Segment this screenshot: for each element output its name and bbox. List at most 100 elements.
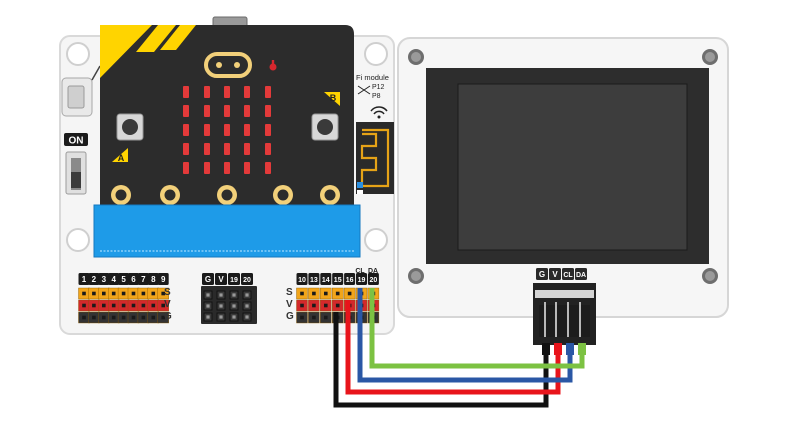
- left-header-pin-pin-hole: [92, 291, 96, 296]
- button-b[interactable]: [311, 113, 339, 141]
- wire-sda: [369, 288, 585, 369]
- led-4-3: [244, 162, 250, 174]
- header-row-label-s: S: [164, 287, 171, 298]
- left-header-pin-label: 2: [92, 275, 97, 284]
- left-header-pin-label-bg: [128, 273, 139, 285]
- led-4-4: [265, 162, 271, 174]
- header-top-label-da: DA: [368, 268, 378, 275]
- right-header-pin-pin-hole: [335, 291, 340, 296]
- led-4-0: [183, 162, 189, 174]
- left-header-pin-label: 9: [161, 275, 166, 284]
- led-0-2: [224, 86, 230, 98]
- led-3-0: [183, 143, 189, 155]
- power-connector: [61, 65, 101, 117]
- wire-plug: [542, 343, 550, 355]
- display-pin-label: DA: [576, 272, 586, 279]
- right-header-pin-pin-hole: [300, 303, 304, 308]
- display-pin-label: V: [552, 270, 558, 279]
- header-row-label-g-right: G: [286, 311, 294, 322]
- right-header-pin-pin-hole: [312, 291, 316, 296]
- led-1-0: [183, 105, 189, 117]
- left-header-pin-label-bg: [108, 273, 120, 285]
- i2c-pin-hole: [206, 315, 210, 319]
- led-4-1: [204, 162, 210, 174]
- header-row-label-s-right: S: [286, 287, 293, 298]
- left-header-pin-pin-hole: [92, 303, 96, 308]
- power-switch-label: ON: [69, 136, 84, 147]
- left-header-pin-label-bg: [88, 273, 100, 285]
- right-header-pin-pin-hole: [300, 315, 304, 320]
- button-a-label: A: [118, 153, 125, 163]
- led-2-3: [244, 124, 250, 136]
- i2c-pin-hole: [219, 293, 223, 297]
- led-1-3: [244, 105, 250, 117]
- header-row-label-g: G: [164, 311, 172, 322]
- display-connector: [533, 283, 596, 345]
- wire-plug: [578, 343, 586, 355]
- display-pin-label: CL: [563, 272, 573, 279]
- right-header-pin-label: 15: [334, 277, 342, 284]
- left-header-pin-label: 1: [82, 275, 87, 284]
- right-header-pin-pin-hole: [312, 315, 316, 320]
- microbit-board: A B: [93, 25, 361, 258]
- led-0-3: [244, 86, 250, 98]
- left-header-pin-pin-hole: [121, 303, 126, 308]
- ring-pad-0: [111, 185, 131, 205]
- right-header-pin-label: 14: [322, 277, 330, 284]
- left-header-pin-label-bg: [137, 273, 149, 285]
- left-header-pin-label: 8: [151, 275, 156, 284]
- right-header-pin-label-bg: [332, 273, 344, 285]
- microbit-logo-icon: [204, 52, 252, 78]
- ring-pad-1: [160, 185, 180, 205]
- led-3-3: [244, 143, 250, 155]
- i2c-pin-hole: [206, 304, 210, 308]
- left-header-pin-label: 6: [131, 275, 136, 284]
- left-header-pin-pin-hole: [151, 291, 156, 296]
- left-header-pin-pin-hole: [121, 291, 126, 296]
- i2c-pin-label: G: [205, 275, 211, 284]
- right-header-pin-pin-hole: [312, 303, 316, 308]
- left-header-pin-pin-hole: [131, 291, 136, 296]
- led-1-1: [204, 105, 210, 117]
- power-switch[interactable]: [65, 151, 87, 195]
- display-screen: [457, 83, 688, 251]
- led-3-2: [224, 143, 230, 155]
- wire-plug: [566, 343, 574, 355]
- right-header-pin-pin-hole: [324, 315, 328, 320]
- screw-top-right: [702, 49, 718, 65]
- mount-hole-bottom-left: [66, 228, 90, 252]
- right-header-pin-pin-hole: [335, 303, 340, 308]
- left-header-pin-pin-hole: [102, 303, 106, 308]
- right-header-pin-label: 20: [370, 277, 378, 284]
- left-header-pin-label-bg: [78, 273, 90, 285]
- button-b-label: B: [330, 93, 337, 103]
- right-header-pin-label: 16: [346, 277, 354, 284]
- left-header-pin-pin-hole: [141, 291, 146, 296]
- left-header-pin-label-bg: [98, 273, 110, 285]
- right-header-pin-label-bg: [320, 273, 332, 285]
- right-header-pin-label-bg: [356, 273, 367, 285]
- led-2-4: [265, 124, 271, 136]
- left-header-pin-label: 7: [141, 275, 146, 284]
- i2c-pin-label-bg: [202, 273, 214, 285]
- i2c-pin-hole: [206, 293, 210, 297]
- right-header-pin-pin-hole: [324, 303, 328, 308]
- i2c-pin-label-bg: [241, 273, 253, 285]
- header-row-label-v: V: [164, 299, 171, 310]
- right-header-pin-label: 10: [298, 277, 306, 284]
- i2c-pin-hole: [219, 304, 223, 308]
- i2c-pin-hole: [232, 315, 236, 319]
- i2c-pin-hole: [245, 293, 249, 297]
- left-header-pin-pin-hole: [161, 315, 165, 320]
- ring-pad-2: [217, 185, 237, 205]
- display-pin-label-bg: [549, 268, 561, 280]
- button-a[interactable]: [116, 113, 144, 141]
- led-0-4: [265, 86, 271, 98]
- left-header-pin-pin-hole: [161, 303, 165, 308]
- left-header-pin-pin-hole: [92, 315, 96, 320]
- led-1-2: [224, 105, 230, 117]
- wire-plug: [554, 343, 562, 355]
- header-row-label-v-right: V: [286, 299, 293, 310]
- i2c-pin-label-bg: [228, 273, 240, 285]
